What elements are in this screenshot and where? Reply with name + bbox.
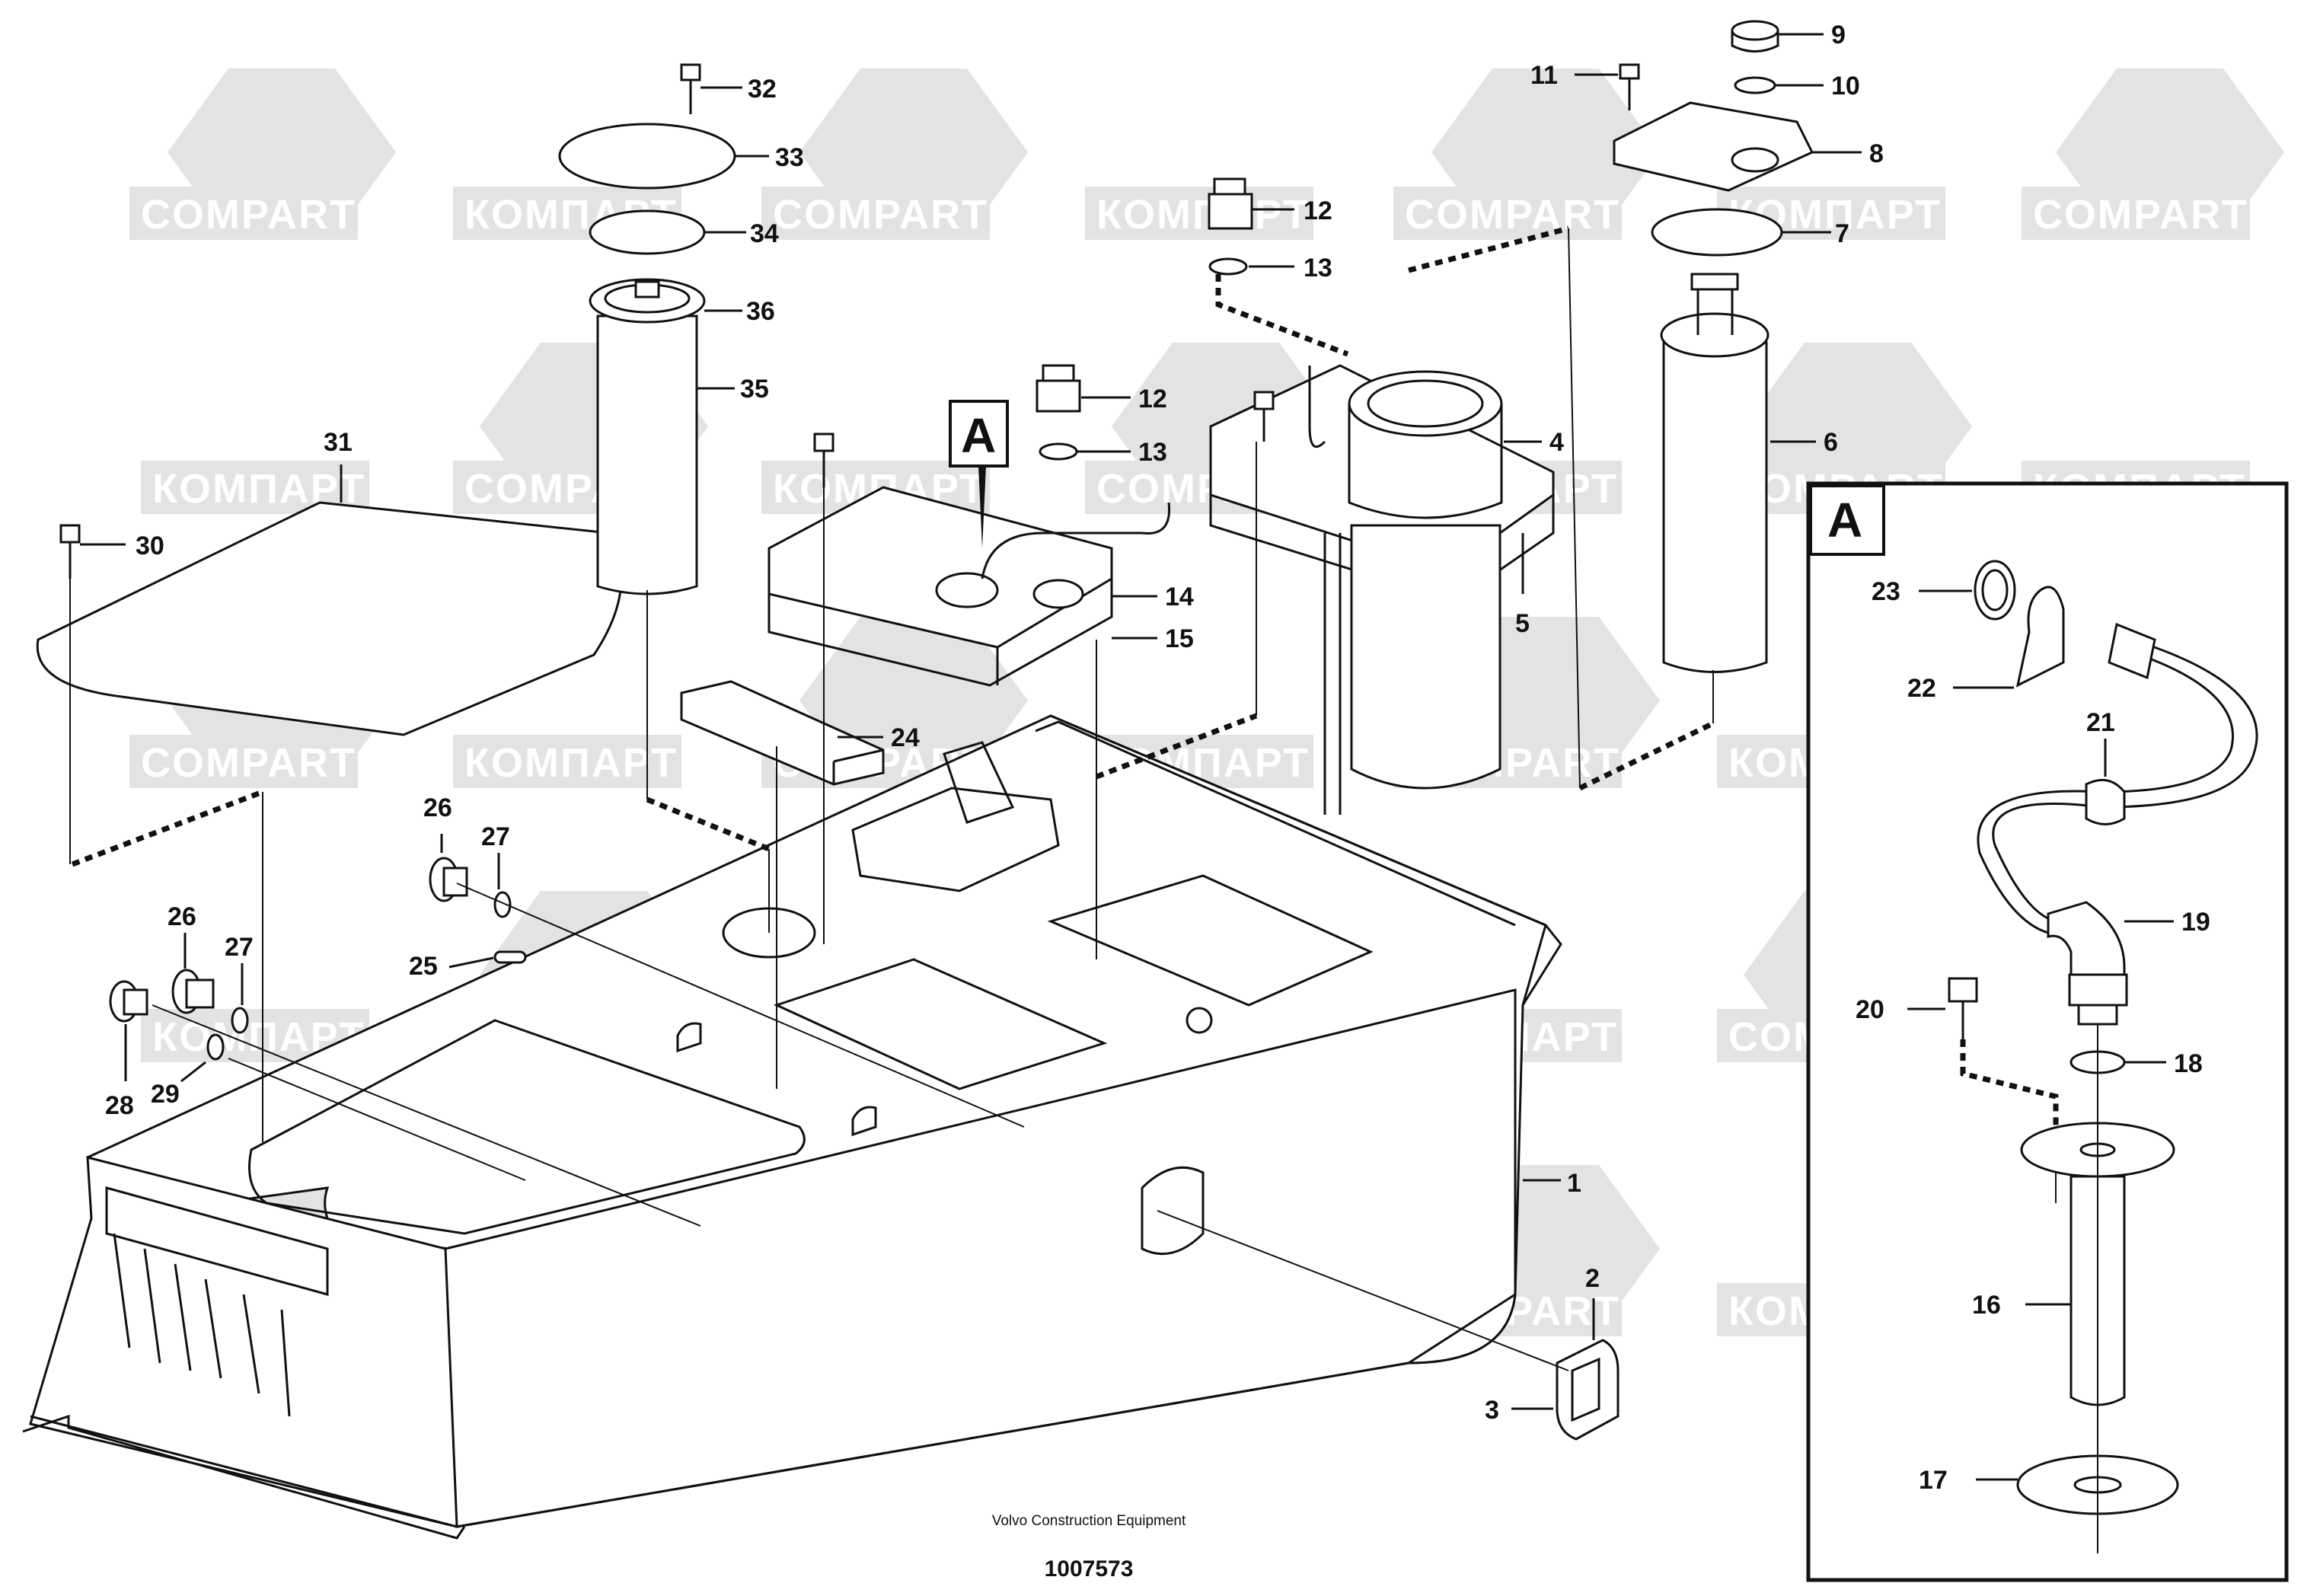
gasket-34: [589, 209, 706, 255]
callout-32: 32: [748, 75, 777, 104]
filter-35: [589, 278, 706, 595]
callout-24: 24: [891, 723, 920, 752]
callout-20: 20: [1856, 995, 1884, 1024]
plug-26-upper: [429, 857, 468, 902]
callout-15: 15: [1165, 624, 1194, 653]
bolt-14-top: [813, 433, 834, 487]
cover-plate-8: [1613, 101, 1814, 192]
callout-13-top: 13: [1304, 254, 1332, 282]
drawing-number: 1007573: [1044, 1556, 1134, 1582]
bolt-11: [1619, 63, 1640, 110]
callout-23: 23: [1872, 577, 1900, 606]
tank-body: [22, 714, 1562, 1540]
breather-12-top: [1208, 177, 1253, 276]
filter-6: [1660, 273, 1770, 673]
callout-34: 34: [750, 219, 779, 248]
detail-view-label: A: [1827, 493, 1862, 547]
cap-9: [1731, 20, 1779, 53]
grommet-2: [1556, 1339, 1620, 1441]
callout-25: 25: [409, 952, 438, 981]
oring-10: [1734, 76, 1776, 94]
bolt-30: [59, 524, 81, 579]
plug-26-lower: [171, 969, 215, 1014]
bar-24: [680, 680, 885, 786]
callout-17: 17: [1919, 1466, 1948, 1495]
callout-12-top: 12: [1304, 196, 1332, 225]
callout-18: 18: [2174, 1049, 2203, 1078]
svg-text:COMPART: COMPART: [2033, 192, 2248, 238]
bolt-32: [680, 63, 701, 114]
cover-33: [558, 123, 736, 190]
gasket-7: [1651, 208, 1783, 257]
callout-1: 1: [1567, 1169, 1581, 1198]
callout-27-lower: 27: [225, 933, 254, 962]
callout-19: 19: [2181, 908, 2210, 937]
callout-2: 2: [1585, 1264, 1600, 1293]
callout-12-center: 12: [1138, 385, 1167, 413]
detail-view-a: A: [1806, 481, 2289, 1582]
callout-35: 35: [740, 375, 769, 404]
callout-6: 6: [1824, 428, 1838, 457]
callout-30: 30: [136, 531, 164, 560]
svg-text:КОМПАРТ: КОМПАРТ: [464, 740, 678, 786]
svg-text:COMPART: COMPART: [141, 192, 356, 238]
callout-9: 9: [1831, 21, 1846, 49]
callout-7: 7: [1835, 219, 1849, 248]
svg-text:COMPART: COMPART: [1405, 192, 1620, 238]
callout-26-upper: 26: [423, 793, 452, 822]
oring-29: [206, 1033, 225, 1061]
breather-12-center: [1036, 364, 1081, 461]
callout-10: 10: [1831, 72, 1860, 101]
callout-27-upper: 27: [481, 822, 510, 851]
oring-27-upper: [493, 891, 512, 918]
callout-36: 36: [746, 297, 775, 326]
svg-text:COMPART: COMPART: [141, 740, 356, 786]
bolt-housing: [1253, 391, 1275, 442]
assembly-lines: [69, 225, 1715, 1371]
callout-29: 29: [151, 1080, 180, 1109]
callout-16: 16: [1972, 1291, 2001, 1320]
callout-22: 22: [1907, 674, 1936, 703]
callout-3: 3: [1485, 1396, 1499, 1425]
callout-28: 28: [105, 1091, 134, 1120]
callouts: 1 2 3 4 5 6 7 8 9 10 11 12 13 12 13 14 1…: [80, 21, 2210, 1495]
svg-text:A: A: [961, 408, 996, 463]
callout-33: 33: [775, 143, 804, 172]
callout-5: 5: [1515, 609, 1530, 638]
svg-text:КОМПАРТ: КОМПАРТ: [1096, 192, 1310, 238]
callout-21: 21: [2086, 708, 2115, 737]
svg-text:COMPART: COMPART: [773, 192, 988, 238]
oring-27-lower: [231, 1007, 249, 1034]
detail-marker-a: A: [949, 400, 1009, 548]
callout-31: 31: [324, 428, 353, 457]
pin-25: [493, 950, 527, 964]
cover-plate-14: [767, 486, 1171, 687]
filter-housing-4: [1209, 364, 1555, 815]
callout-13-center: 13: [1138, 438, 1167, 467]
callout-14: 14: [1165, 583, 1194, 611]
cover-plate-31: [36, 501, 623, 736]
plug-28: [109, 980, 148, 1023]
callout-26-lower: 26: [168, 902, 196, 931]
callout-4: 4: [1549, 428, 1564, 457]
manufacturer-label: Volvo Construction Equipment: [991, 1513, 1186, 1529]
callout-8: 8: [1869, 139, 1884, 168]
callout-11: 11: [1530, 61, 1558, 90]
